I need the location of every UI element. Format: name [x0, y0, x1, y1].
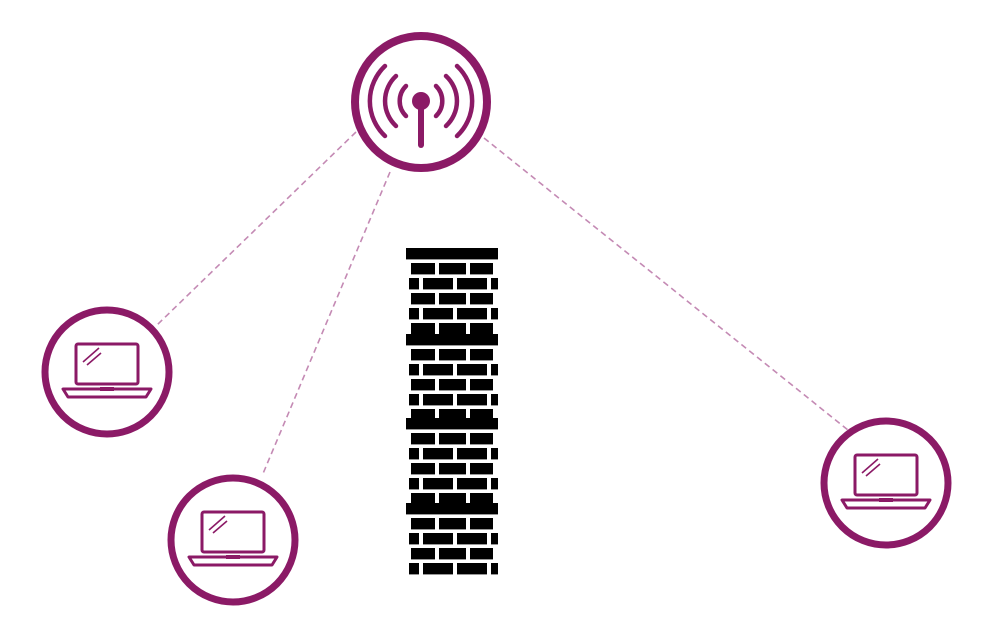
wall-brick	[423, 478, 453, 490]
wall-brick	[439, 409, 466, 421]
wall-brick	[409, 364, 419, 376]
links	[156, 131, 849, 477]
wall-brick	[457, 533, 487, 545]
client-node-2	[167, 474, 299, 606]
wall-brick	[411, 379, 435, 391]
wall-brick	[439, 293, 466, 305]
wall-brick	[439, 263, 466, 275]
wall-brick	[409, 448, 419, 460]
wall-brick	[470, 409, 493, 421]
wall-brick	[411, 463, 435, 475]
wall-brick	[457, 448, 487, 460]
wall-brick	[439, 323, 466, 335]
wall-brick	[411, 263, 435, 275]
wall-brick	[457, 394, 487, 406]
wall-brick	[457, 478, 487, 490]
wall-brick	[470, 463, 493, 475]
wall-cap	[406, 334, 498, 346]
wall-brick	[491, 533, 498, 545]
wall-brick	[457, 278, 487, 290]
wall-brick	[457, 364, 487, 376]
link-hub-client-3	[483, 137, 849, 431]
wall-cap	[406, 503, 498, 515]
wall-brick	[423, 278, 453, 290]
wall-brick	[491, 478, 498, 490]
wall-brick	[411, 493, 435, 505]
wall-brick	[457, 563, 487, 575]
wall-brick	[470, 548, 493, 560]
wall-brick	[411, 349, 435, 361]
wall-brick	[491, 448, 498, 460]
wall-brick	[491, 364, 498, 376]
wall-brick	[491, 563, 498, 575]
client-node-3	[820, 417, 952, 549]
wall-brick	[411, 433, 435, 445]
link-hub-client-2	[261, 171, 391, 477]
wall-brick	[409, 563, 419, 575]
client-node-1	[41, 306, 173, 438]
wall-brick	[491, 394, 498, 406]
wall-brick	[409, 308, 419, 320]
wall-brick	[411, 518, 435, 530]
wall-brick	[439, 379, 466, 391]
wall-brick	[470, 293, 493, 305]
wall-brick	[423, 533, 453, 545]
wireless-antenna-icon	[367, 63, 475, 148]
wall-brick	[409, 394, 419, 406]
wall-brick	[470, 379, 493, 391]
link-hub-client-1	[156, 131, 357, 326]
wall-brick	[439, 518, 466, 530]
wall-brick	[470, 323, 493, 335]
wall-brick	[439, 548, 466, 560]
wall-brick	[470, 493, 493, 505]
wall-brick	[409, 533, 419, 545]
wall-brick	[411, 293, 435, 305]
wall-brick	[457, 308, 487, 320]
wall-cap	[406, 248, 498, 260]
wall-brick	[423, 563, 453, 575]
wall-brick	[439, 493, 466, 505]
wall-brick	[411, 323, 435, 335]
wall-brick	[491, 278, 498, 290]
wall-brick	[411, 409, 435, 421]
wall-brick	[470, 263, 493, 275]
wall-brick	[409, 478, 419, 490]
wall-brick	[411, 548, 435, 560]
access-point-node	[351, 32, 491, 172]
wall-brick	[439, 463, 466, 475]
wall-brick	[470, 349, 493, 361]
wall-brick	[491, 308, 498, 320]
wall-brick	[423, 364, 453, 376]
wall-brick	[470, 518, 493, 530]
wall-brick	[439, 349, 466, 361]
wall-brick	[423, 308, 453, 320]
brick-wall-icon	[406, 248, 498, 575]
wall-brick	[470, 433, 493, 445]
wall-cap	[406, 418, 498, 430]
wall-brick	[423, 394, 453, 406]
wall-brick	[439, 433, 466, 445]
wall-brick	[409, 278, 419, 290]
wall-brick	[423, 448, 453, 460]
